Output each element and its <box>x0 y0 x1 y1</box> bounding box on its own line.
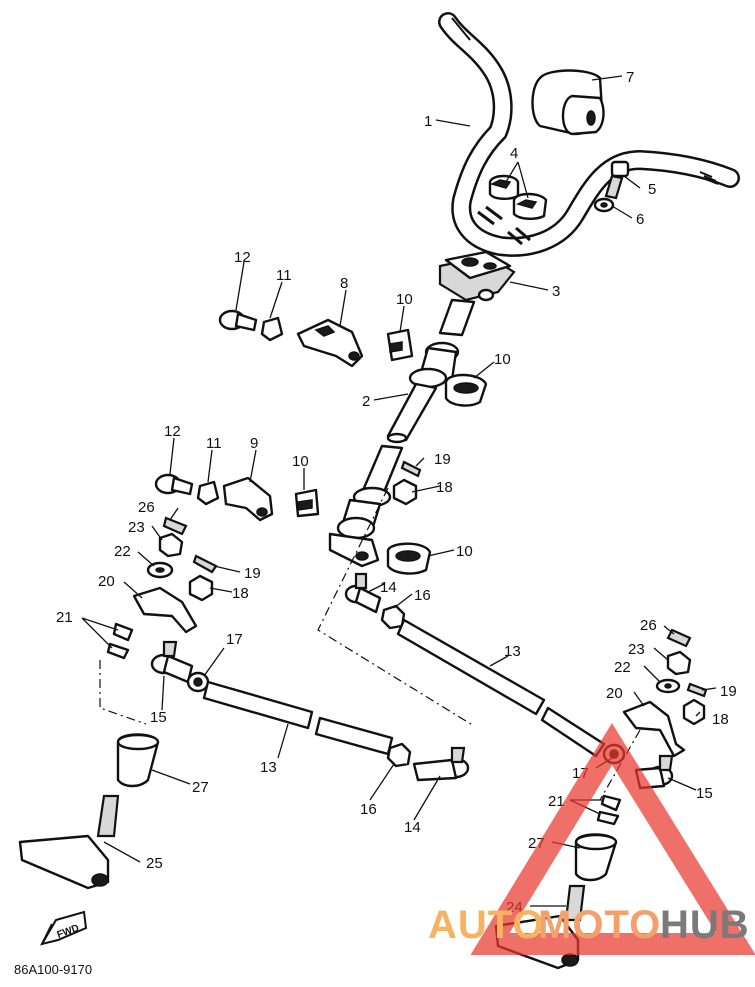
callout-26b: 26 <box>640 617 657 634</box>
callout-27a: 27 <box>192 779 209 796</box>
callout-10d: 10 <box>456 543 473 560</box>
callout-14b: 14 <box>404 819 421 836</box>
dust-seal-27-part <box>116 733 618 882</box>
steering-knuckle-25-part <box>18 794 120 890</box>
handlebar-holder-part <box>488 174 548 220</box>
callout-12b: 12 <box>164 423 181 440</box>
bolt-5-part <box>604 160 630 200</box>
callout-12a: 12 <box>234 249 251 266</box>
callout-9: 9 <box>250 435 258 452</box>
nut-11-part <box>196 316 284 506</box>
callout-10b: 10 <box>494 351 511 368</box>
leader-lines <box>81 75 717 907</box>
bush-part <box>294 328 488 575</box>
watermark-logo <box>470 723 755 955</box>
callout-11a: 11 <box>276 267 292 284</box>
callout-7: 7 <box>626 69 634 86</box>
callout-20b: 20 <box>606 685 623 702</box>
callout-2: 2 <box>362 393 370 410</box>
callout-19b: 19 <box>244 565 261 582</box>
callout-22b: 22 <box>614 659 631 676</box>
bolt-26-part <box>162 516 692 648</box>
washer-22-part <box>146 561 681 694</box>
callout-16a: 16 <box>414 587 431 604</box>
pitman-arm-20-part <box>132 586 686 758</box>
handlebar-cover-part <box>531 69 605 136</box>
nut-18-part <box>188 478 706 726</box>
callout-23b: 23 <box>628 641 645 658</box>
callout-10c: 10 <box>292 453 309 470</box>
callout-25: 25 <box>146 855 163 872</box>
callout-18a: 18 <box>436 479 453 496</box>
cotter-pin-21-part <box>106 622 622 826</box>
callout-1: 1 <box>424 113 432 130</box>
callout-13a: 13 <box>504 643 521 660</box>
callout-8: 8 <box>340 275 348 292</box>
handlebar-part <box>438 12 740 257</box>
column-holder-9-part <box>222 476 274 522</box>
steering-column-part <box>328 298 476 568</box>
forward-arrow-icon: FWD <box>39 910 88 946</box>
bolt-12-part <box>154 309 258 496</box>
pin-19-part <box>192 460 708 698</box>
callout-3: 3 <box>552 283 560 300</box>
callout-4: 4 <box>510 145 518 162</box>
callout-19a: 19 <box>434 451 451 468</box>
callout-10a: 10 <box>396 291 413 308</box>
callout-6: 6 <box>636 211 644 228</box>
callout-18b: 18 <box>232 585 249 602</box>
watermark-moto: MOTO <box>538 903 661 947</box>
watermark-auto: AUTO <box>428 903 545 947</box>
column-clamp-part <box>438 250 516 302</box>
callout-19c: 19 <box>720 683 737 700</box>
callout-13b: 13 <box>260 759 277 776</box>
callout-11b: 11 <box>206 435 222 452</box>
watermark-text: AUTO MOTO HUB <box>428 903 750 947</box>
callout-14a: 14 <box>380 579 397 596</box>
callout-17a: 17 <box>226 631 243 648</box>
callout-18c: 18 <box>712 711 729 728</box>
callout-15b: 15 <box>696 785 713 802</box>
callout-5: 5 <box>648 181 656 198</box>
callout-21b: 21 <box>548 793 565 810</box>
callout-15a: 15 <box>150 709 167 726</box>
callout-22a: 22 <box>114 543 131 560</box>
washer-6-part <box>593 197 615 213</box>
callout-23a: 23 <box>128 519 145 536</box>
figure-code: 86A100-9170 <box>14 962 92 977</box>
callout-20a: 20 <box>98 573 115 590</box>
tie-rod-end-part <box>150 572 674 790</box>
callout-26a: 26 <box>138 499 155 516</box>
nut-23-part <box>158 532 692 676</box>
watermark-hub: HUB <box>660 903 750 947</box>
callout-16b: 16 <box>360 801 377 818</box>
column-holder-8-part <box>296 318 364 368</box>
callout-21a: 21 <box>56 609 73 626</box>
tie-rod-part <box>202 618 606 758</box>
